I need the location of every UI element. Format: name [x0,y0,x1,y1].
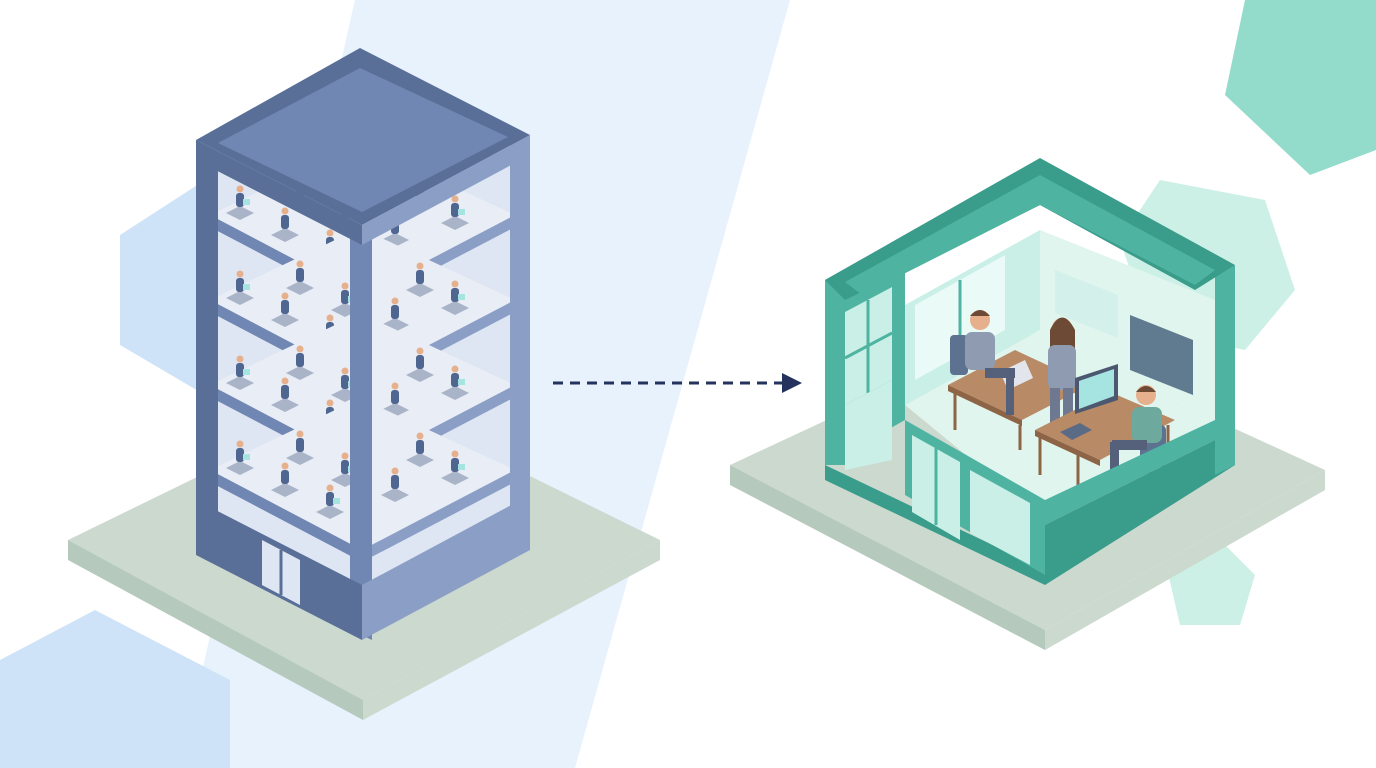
tower-worker-head [451,450,459,458]
tower-worker [296,353,304,367]
tower-worker-head [326,399,334,407]
tower-worker-head [451,195,459,203]
tower-worker [391,305,399,319]
tower-worker [451,458,459,472]
tower-desk [226,291,254,305]
tower-worker [391,390,399,404]
tower-desk [226,376,254,390]
tower-desk [381,488,409,502]
small-office-house-illustration [825,158,1235,585]
hexagon-blue-bottom [0,610,230,768]
tower-desk [271,313,299,327]
tower-worker [416,270,424,284]
tower-worker [451,373,459,387]
tower-worker-head [326,229,334,237]
tower-monitor [243,369,250,375]
tower-monitor [458,294,465,300]
tower-worker [341,375,349,389]
tower-worker-head [341,452,349,460]
tower-worker-head [281,207,289,215]
person-standing [1048,317,1076,424]
tower-desk [441,471,469,485]
tower-desk [441,216,469,230]
tower-worker-head [296,260,304,268]
tower-worker [416,355,424,369]
tower-desk [406,283,434,297]
hexagon-teal-top-right [1225,0,1376,175]
tower-worker-head [391,297,399,305]
tower-worker-head [296,430,304,438]
tower-worker [281,385,289,399]
person-seated-left [950,310,1015,415]
tower-worker [236,448,244,462]
tower-desk [286,451,314,465]
tower-worker [281,470,289,484]
tower-worker-head [416,347,424,355]
tower-worker-head [451,280,459,288]
tower-worker-head [326,314,334,322]
tower-worker-head [281,462,289,470]
tower-worker [236,363,244,377]
tower-monitor [243,454,250,460]
tower-worker-head [416,262,424,270]
tower-worker [296,438,304,452]
tower-worker [296,268,304,282]
office-tower-illustration [196,48,530,640]
tower-desk [271,398,299,412]
tower-worker [451,203,459,217]
tower-monitor [333,498,340,504]
dashed-arrow-icon [553,373,802,393]
tower-desk [406,453,434,467]
tower-worker-head [451,365,459,373]
tower-worker-head [236,185,244,193]
tower-worker [236,278,244,292]
tower-worker-head [391,382,399,390]
tower-desk [271,483,299,497]
tower-monitor [458,209,465,215]
tower-worker [326,492,334,506]
tower-desk [286,366,314,380]
tower-monitor [243,284,250,290]
tower-desk [226,461,254,475]
tower-desk [406,368,434,382]
tower-worker [391,475,399,489]
tower-worker-head [236,440,244,448]
tower-monitor [243,199,250,205]
tower-worker [281,300,289,314]
tower-worker [281,215,289,229]
tower-worker [236,193,244,207]
tower-worker-head [281,292,289,300]
tower-worker-head [236,355,244,363]
tower-monitor [458,464,465,470]
tower-desk [316,505,344,519]
tower-worker [341,460,349,474]
tower-monitor [458,379,465,385]
tower-worker-head [326,484,334,492]
tower-worker-head [341,367,349,375]
tower-desk [226,206,254,220]
tower-worker [416,440,424,454]
tower-worker [341,290,349,304]
tower-desk [286,281,314,295]
tower-desk [441,301,469,315]
tower-worker-head [236,270,244,278]
tower-worker-head [341,282,349,290]
tower-worker-head [416,432,424,440]
tower-desk [271,228,299,242]
tower-worker-head [391,467,399,475]
tower-worker [451,288,459,302]
tower-worker-head [296,345,304,353]
tower-worker-head [281,377,289,385]
tower-desk [441,386,469,400]
